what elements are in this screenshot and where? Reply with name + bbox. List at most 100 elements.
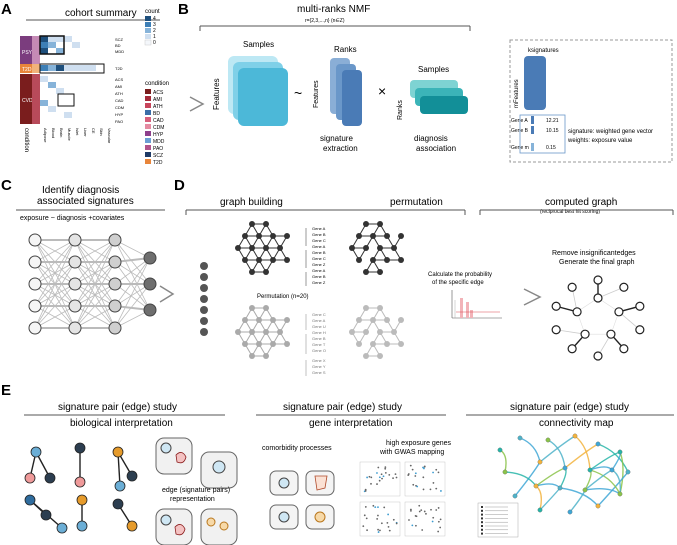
condition-swatch bbox=[145, 145, 151, 150]
ranks-label-w: Ranks bbox=[334, 45, 357, 54]
graph-node bbox=[593, 293, 603, 303]
condition-legend-item: MDD bbox=[153, 139, 165, 145]
graph-node bbox=[270, 341, 276, 347]
signature-detail-box bbox=[509, 39, 673, 163]
graph-node bbox=[391, 245, 397, 251]
gwas-point bbox=[382, 475, 385, 478]
graph-node bbox=[377, 329, 383, 335]
gwas-point bbox=[377, 514, 379, 517]
gwas-point bbox=[374, 506, 377, 509]
gene-label: Gene T bbox=[312, 342, 326, 347]
network-node bbox=[108, 255, 122, 269]
graph-node bbox=[242, 317, 248, 323]
samples-label-h: Samples bbox=[418, 65, 449, 74]
probability-text-1: Calculate the probability bbox=[428, 272, 492, 278]
row-ath: ATH bbox=[115, 91, 123, 96]
network-node bbox=[28, 255, 42, 269]
gene-label: Gene O bbox=[312, 348, 326, 353]
graph-node bbox=[635, 301, 645, 311]
gwas-point bbox=[362, 525, 365, 528]
network-node bbox=[68, 321, 82, 335]
gwas-point bbox=[368, 475, 371, 478]
e-heading-2: signature pair (edge) study bbox=[283, 402, 402, 413]
network-node bbox=[108, 299, 122, 313]
gwas-point bbox=[432, 516, 435, 519]
graph-node bbox=[398, 317, 404, 323]
probability-text-2: of the specific edge bbox=[432, 280, 484, 286]
gwas-point bbox=[376, 518, 379, 520]
signature-node bbox=[126, 520, 138, 532]
comorbidity-processes: comorbidity processes bbox=[262, 445, 335, 530]
count-value: 1 bbox=[153, 34, 156, 40]
gwas-point bbox=[370, 482, 372, 485]
graph-node bbox=[270, 317, 276, 323]
gwas-point bbox=[409, 464, 412, 467]
count-swatch-2 bbox=[145, 28, 151, 33]
tissue-adipose: Adipose bbox=[43, 128, 48, 143]
signature-node bbox=[114, 480, 126, 492]
count-legend: count 4 3 2 1 0 bbox=[144, 9, 160, 46]
connectivity-node bbox=[497, 447, 503, 453]
gwas-point bbox=[440, 490, 442, 492]
signature-extraction-1: signature bbox=[320, 134, 353, 143]
graph-node bbox=[249, 269, 255, 275]
graph-node bbox=[363, 269, 369, 275]
row-pao: PAO bbox=[115, 119, 123, 124]
side-label-psy: PSY bbox=[22, 50, 33, 56]
tissue-liver: Liver bbox=[83, 128, 88, 137]
graph-node bbox=[398, 257, 404, 263]
count-value: 2 bbox=[153, 28, 156, 34]
graph-node bbox=[235, 329, 241, 335]
gene-b-value: 10.15 bbox=[546, 128, 559, 134]
connectivity-node bbox=[512, 493, 518, 499]
graph-node bbox=[363, 305, 369, 311]
network-node bbox=[28, 233, 42, 247]
gwas-point bbox=[387, 513, 390, 516]
graph-node bbox=[277, 329, 283, 335]
graph-node bbox=[377, 305, 383, 311]
connectivity-map bbox=[477, 433, 631, 538]
gwas-point bbox=[378, 476, 381, 479]
connectivity-node bbox=[595, 503, 601, 509]
probability-histogram bbox=[451, 290, 502, 319]
graph-node bbox=[370, 257, 376, 263]
graph-node bbox=[384, 317, 390, 323]
permutation-label: permutation bbox=[390, 197, 443, 208]
network-node bbox=[143, 277, 157, 291]
graph-node bbox=[249, 245, 255, 251]
signature-node bbox=[76, 494, 88, 506]
graph-node bbox=[356, 233, 362, 239]
gwas-point bbox=[395, 476, 398, 479]
gwas-point bbox=[387, 526, 390, 528]
edge-rep-text-2: representation bbox=[170, 496, 215, 503]
graph-node bbox=[349, 245, 355, 251]
graph-node bbox=[284, 257, 290, 263]
panel-c-formula: exposure ~ diagnosis +covariates bbox=[20, 215, 125, 222]
gene-label: Gene A bbox=[312, 226, 326, 231]
gwas-point bbox=[376, 472, 378, 474]
graph-node bbox=[263, 305, 269, 311]
gwas-point bbox=[384, 467, 387, 470]
samples-label: Samples bbox=[243, 40, 274, 49]
graph-node bbox=[619, 344, 629, 354]
graph-node bbox=[398, 341, 404, 347]
gwas-point bbox=[376, 483, 378, 485]
count-value: 0 bbox=[153, 40, 156, 46]
condition-swatch bbox=[145, 124, 151, 129]
signature-node bbox=[200, 273, 208, 281]
gwas-point bbox=[414, 472, 417, 475]
edge-rep-text-1: edge (signature pairs) bbox=[162, 487, 230, 494]
gwas-point bbox=[384, 471, 387, 474]
gwas-point bbox=[414, 515, 417, 517]
gene-label: Gene Y bbox=[312, 364, 326, 369]
gwas-point bbox=[435, 468, 438, 471]
computed-graph-subtitle: (reciprocal best hit scoring) bbox=[540, 209, 600, 215]
w-matrix-front bbox=[342, 70, 362, 126]
condition-legend-item: CAD bbox=[153, 118, 164, 124]
gwas-point bbox=[418, 510, 421, 513]
panel-b-subtitle: r={2,3,...,n} (n∈Z) bbox=[305, 18, 345, 24]
heart-icon bbox=[175, 452, 187, 464]
signature-node bbox=[126, 470, 138, 482]
graph-node bbox=[593, 351, 603, 361]
